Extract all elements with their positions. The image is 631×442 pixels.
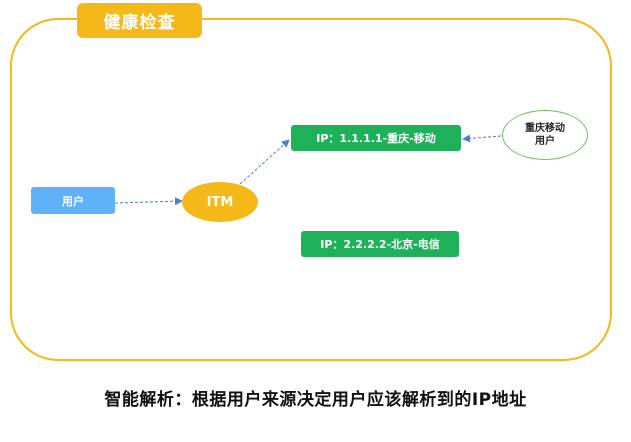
edge-cq-user-to-ip1: [462, 134, 502, 143]
user-node: 用户: [31, 187, 115, 214]
ip1-node: IP：1.1.1.1-重庆-移动: [291, 125, 461, 151]
diagram-caption: 智能解析：根据用户来源决定用户应该解析到的IP地址: [104, 390, 527, 410]
cq-user-label-line1: 重庆移动: [525, 122, 565, 134]
itm-node-label: ITM: [206, 194, 234, 210]
cq-user-label-line2: 用户: [535, 136, 555, 147]
edge-itm-to-ip1: [239, 139, 290, 185]
itm-node: ITM: [182, 182, 258, 222]
health-check-panel: [10, 18, 612, 361]
chongqing-mobile-user-node: 重庆移动 用户: [502, 110, 588, 160]
ip1-node-label: IP：1.1.1.1-重庆-移动: [316, 132, 436, 145]
user-node-label: 用户: [62, 194, 84, 208]
panel-title: 健康检查: [77, 3, 202, 38]
ip2-node: IP：2.2.2.2-北京-电信: [301, 231, 459, 257]
edge-user-to-itm: [114, 197, 183, 206]
ip2-node-label: IP：2.2.2.2-北京-电信: [320, 238, 440, 251]
